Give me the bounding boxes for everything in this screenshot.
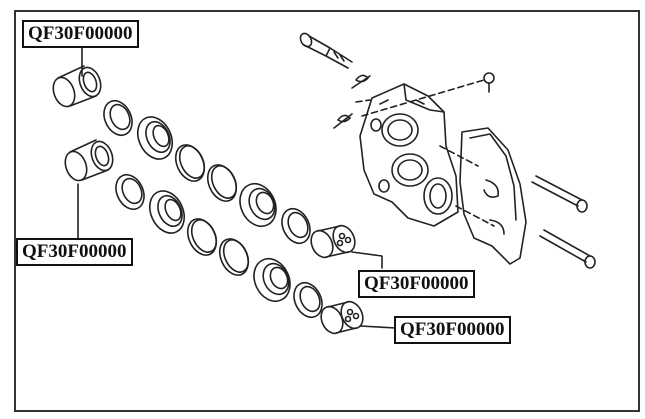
piston-small-upper [310, 224, 356, 259]
piston-upper [52, 65, 102, 108]
retaining-ring-lower-2 [218, 238, 250, 276]
brake-pad-assembly [459, 127, 527, 265]
bleeder-screw [299, 32, 353, 69]
seal-ring-lower-3 [253, 258, 291, 302]
seal-ring-lower-1 [115, 173, 145, 211]
retaining-ring-upper-2 [206, 164, 238, 202]
caliper-housing [359, 83, 459, 227]
leader-bottom-right [359, 325, 397, 329]
piston-lower [64, 139, 114, 182]
part-number-label-mid-left: QF30F00000 [16, 238, 133, 266]
retaining-ring-upper-1 [174, 144, 206, 182]
piston-small-lower [320, 300, 364, 335]
pin-cap [483, 72, 495, 93]
guide-bolt-lower [455, 205, 596, 269]
diagram-frame [14, 10, 640, 412]
leader-mid-right [351, 251, 383, 269]
seal-ring-upper-1 [103, 99, 133, 137]
seal-ring-upper-3 [239, 183, 277, 227]
retaining-clip-1 [351, 74, 371, 89]
seal-ring-lower-4 [293, 281, 323, 319]
dashed-guide-line-2 [355, 99, 371, 103]
guide-bolt-upper [439, 145, 588, 213]
retaining-clip-2 [333, 113, 353, 129]
retaining-ring-lower-1 [186, 218, 218, 256]
seal-ring-upper-2 [136, 116, 174, 160]
dashed-guide-line-1 [361, 79, 485, 117]
part-number-label-top-left: QF30F00000 [22, 20, 139, 48]
seal-ring-upper-4 [281, 207, 311, 245]
seal-ring-lower-2 [148, 190, 186, 234]
part-number-label-mid-right: QF30F00000 [358, 270, 475, 298]
part-number-label-bottom-right: QF30F00000 [394, 316, 511, 344]
